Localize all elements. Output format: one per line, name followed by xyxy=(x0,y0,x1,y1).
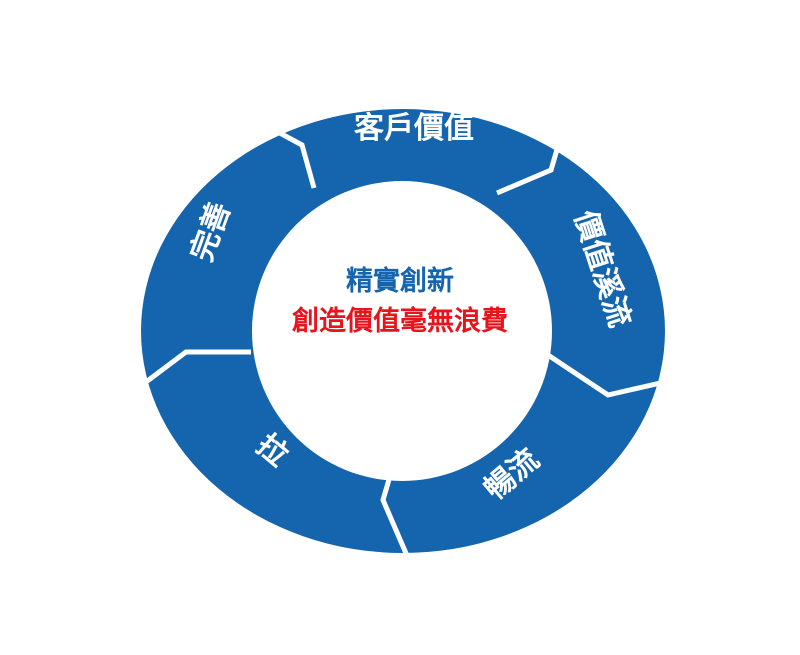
segment-label-customer-value: 客戶價值 xyxy=(354,111,474,146)
separator-5 xyxy=(144,349,251,384)
center-text: 精實創新 創造價值毫無浪費 xyxy=(250,262,550,342)
center-subtitle: 創造價值毫無浪費 xyxy=(292,306,508,337)
separator-4 xyxy=(380,441,411,559)
separator-3 xyxy=(546,352,666,398)
cycle-ring xyxy=(141,109,665,553)
center-title: 精實創新 xyxy=(346,266,454,297)
separator-1 xyxy=(250,115,317,189)
separator-2 xyxy=(496,121,568,196)
